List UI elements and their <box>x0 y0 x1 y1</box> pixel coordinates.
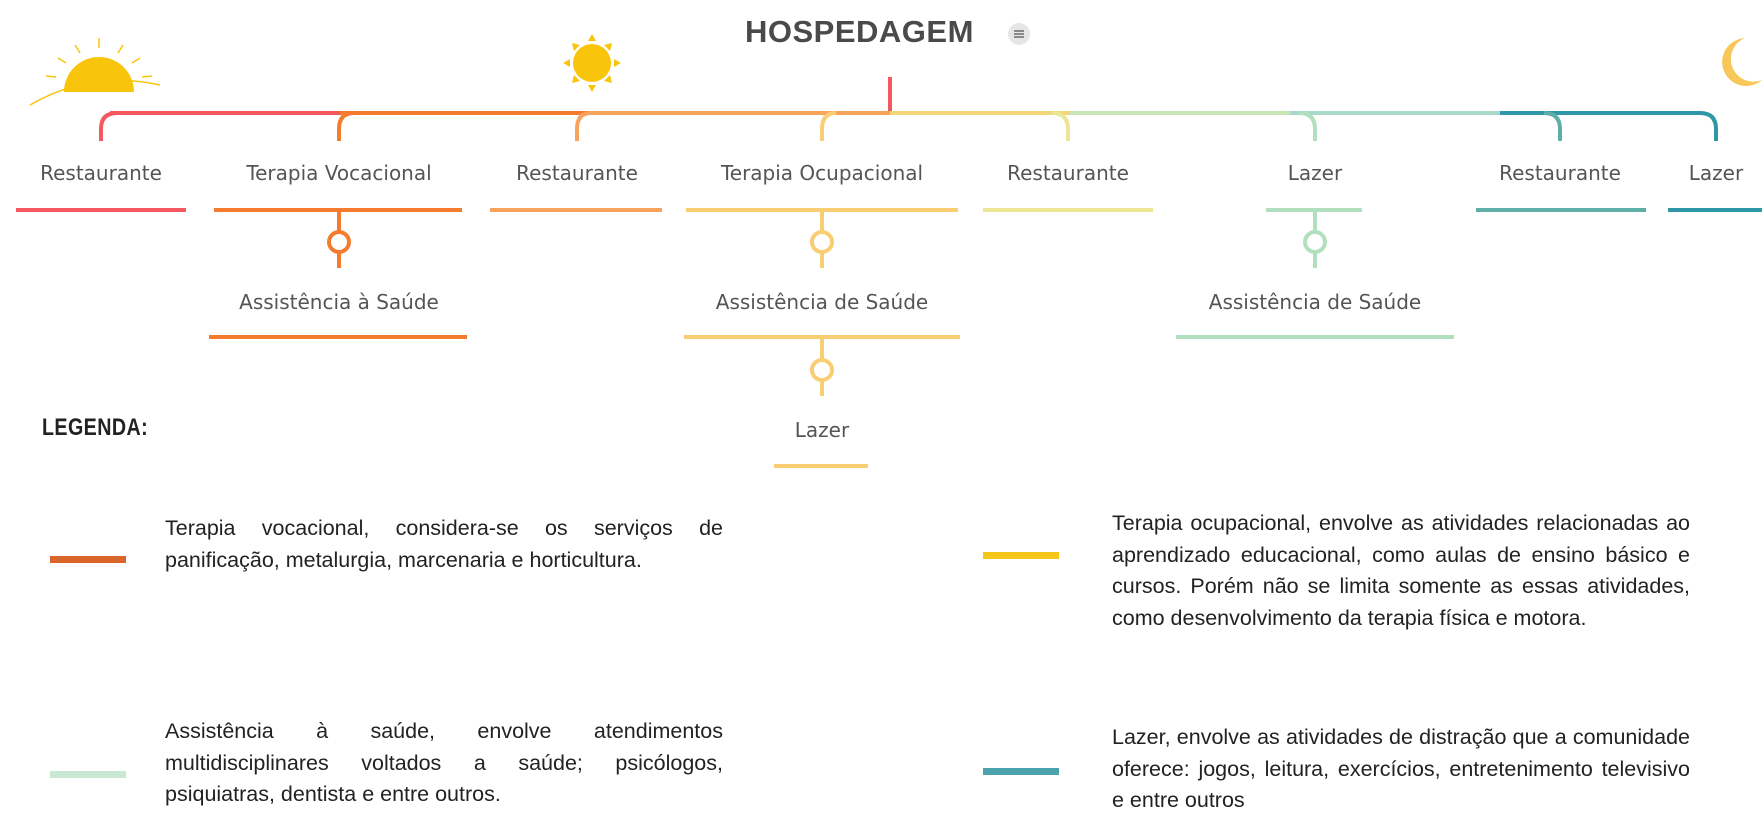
legend-swatch-lazer <box>983 768 1059 775</box>
moon-icon <box>1722 38 1762 86</box>
legend-text-terapia-vocacional: Terapia vocacional, considera-se os serv… <box>165 516 723 572</box>
note-icon[interactable] <box>1008 23 1030 45</box>
node-assistencia-saude[interactable]: Assistência de Saúde <box>715 290 929 314</box>
legend-swatch-assistencia-saude <box>50 771 126 778</box>
legend-text-assistencia-saude: Assistência à saúde, envolve atendimento… <box>165 719 723 806</box>
sunrise-icon <box>29 38 161 106</box>
page-title: HOSPEDAGEM <box>745 14 974 49</box>
node-terapia-vocacional[interactable]: Terapia Vocacional <box>246 161 432 185</box>
node-restaurante[interactable]: Restaurante <box>40 161 162 185</box>
node-assistencia-saude[interactable]: Assistência de Saúde <box>1208 290 1422 314</box>
node-restaurante[interactable]: Restaurante <box>1499 161 1621 185</box>
legend-swatch-terapia-ocupacional <box>983 552 1059 559</box>
node-restaurante[interactable]: Restaurante <box>516 161 638 185</box>
node-terapia-ocupacional[interactable]: Terapia Ocupacional <box>720 161 924 185</box>
sun-icon <box>563 34 621 92</box>
legend-text-lazer: Lazer, envolve as atividades de distraçã… <box>1112 725 1690 812</box>
node-lazer[interactable]: Lazer <box>794 418 850 442</box>
legend-title: LEGENDA: <box>42 414 149 441</box>
legend-text-terapia-ocupacional: Terapia ocupacional, envolve as atividad… <box>1112 511 1690 630</box>
node-assistencia-saude[interactable]: Assistência à Saúde <box>239 290 439 314</box>
node-lazer[interactable]: Lazer <box>1688 161 1744 185</box>
legend-swatch-terapia-vocacional <box>50 556 126 563</box>
node-lazer[interactable]: Lazer <box>1287 161 1343 185</box>
node-restaurante[interactable]: Restaurante <box>1007 161 1129 185</box>
